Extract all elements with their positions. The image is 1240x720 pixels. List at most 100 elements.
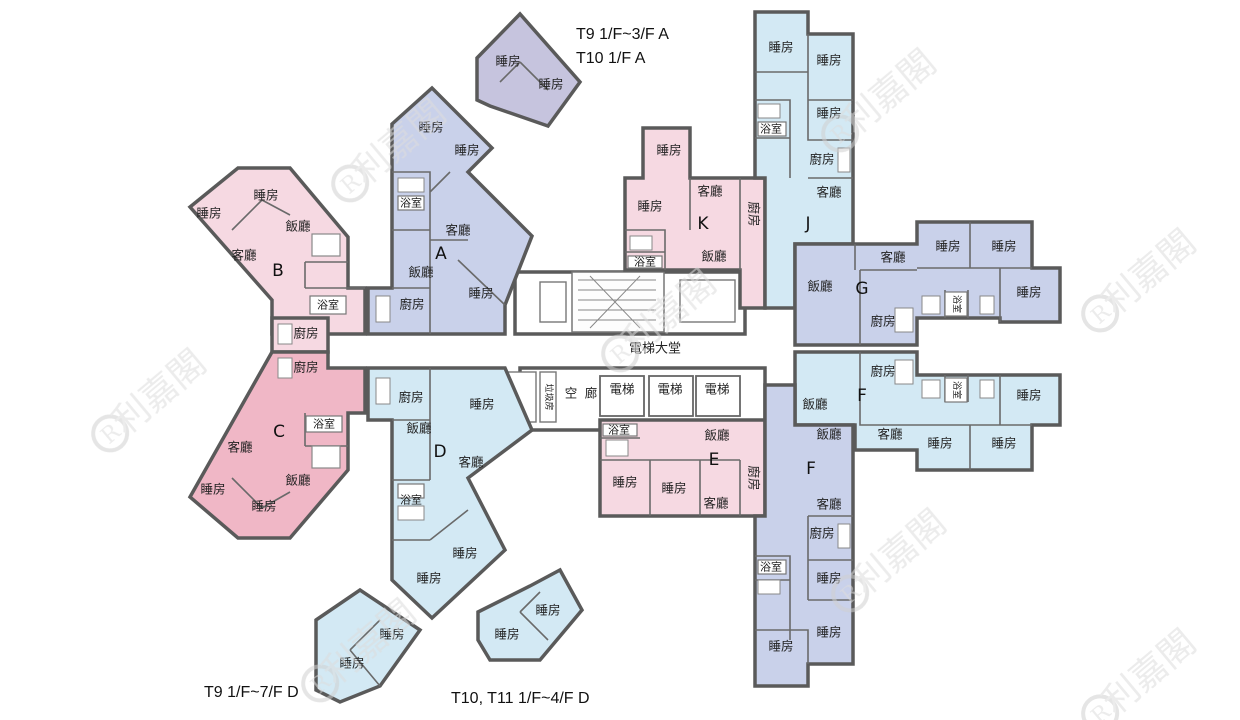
flat-k-bathroom: 浴室 — [634, 255, 656, 269]
flat-j-bathroom: 浴室 — [760, 122, 782, 136]
flat-c-dining: 飯廳 — [285, 473, 311, 488]
flat-c-bedroom-1: 睡房 — [200, 482, 225, 497]
note-t10-upper-a: T10 1/F A — [576, 50, 646, 67]
flat-g-bathroom: 浴室 — [951, 381, 963, 399]
flat-g-bedroom-2: 睡房 — [927, 436, 952, 451]
inset-a-bedroom-2: 睡房 — [538, 77, 563, 92]
flat-b-dining: 飯廳 — [285, 219, 311, 234]
flat-f-bedroom-2: 睡房 — [816, 625, 841, 640]
note-t10-t11-lower-d: T10, T11 1/F~4/F D — [451, 690, 590, 707]
flat-g-bedroom-1: 睡房 — [1016, 388, 1041, 403]
flat-k-bedroom-1: 睡房 — [656, 143, 681, 158]
watermark-logo: R 利嘉閣 — [91, 342, 214, 453]
flat-h-living: 客廳 — [880, 250, 906, 265]
flat-e-bathroom: 浴室 — [608, 423, 630, 437]
lift-2-label: 電梯 — [657, 382, 682, 397]
flat-h: 客廳 睡房 睡房 睡房 飯廳 廚房 浴室 G — [793, 220, 1062, 347]
flat-a-living: 客廳 — [445, 223, 471, 238]
flat-h-label: G — [855, 279, 868, 299]
inset-upper-a: 睡房 睡房 — [475, 11, 583, 129]
refuse-room-label: 垃圾房 — [543, 383, 555, 410]
stair-core — [571, 271, 665, 333]
flat-k: 睡房 睡房 客廳 飯廳 廚房 浴室 K — [623, 126, 767, 310]
flat-e-bedroom-1: 睡房 — [612, 475, 637, 490]
svg-text:利嘉閣: 利嘉閣 — [845, 502, 954, 603]
flat-d: 廚房 睡房 飯廳 客廳 浴室 睡房 睡房 D — [366, 366, 535, 621]
svg-text:利嘉閣: 利嘉閣 — [1095, 222, 1204, 323]
flat-a-bedroom-3: 睡房 — [468, 286, 493, 301]
flat-e-label: E — [709, 450, 720, 470]
flat-f-kitchen: 廚房 — [809, 526, 834, 541]
svg-text:利嘉閣: 利嘉閣 — [1095, 622, 1204, 720]
inset-lower-d-left: 睡房 睡房 — [314, 587, 423, 704]
flat-e-living: 客廳 — [703, 496, 729, 511]
flat-d-label: D — [433, 442, 446, 462]
flat-g-living: 客廳 — [877, 427, 903, 442]
inset-a-bedroom-1: 睡房 — [495, 54, 520, 69]
flat-f-bedroom-3: 睡房 — [768, 639, 793, 654]
flat-e-bedroom-2: 睡房 — [661, 481, 686, 496]
flat-c: 廚房 浴室 客廳 飯廳 睡房 睡房 C — [187, 350, 367, 540]
flat-d-bedroom-1: 睡房 — [469, 397, 494, 412]
flat-k-bedroom-2: 睡房 — [637, 199, 662, 214]
flat-a: 睡房 睡房 浴室 客廳 飯廳 廚房 睡房 A — [366, 85, 535, 336]
watermark-logo: R 利嘉閣 — [1081, 622, 1204, 720]
flat-k-dining: 飯廳 — [701, 249, 727, 264]
flat-h-bedroom-3: 睡房 — [1016, 285, 1041, 300]
flat-c-kitchen: 廚房 — [293, 360, 318, 375]
lift-1-label: 電梯 — [609, 382, 634, 397]
note-t9-lower-d: T9 1/F~7/F D — [204, 684, 299, 701]
flat-c-bedroom-2: 睡房 — [251, 499, 276, 514]
flat-b-living: 客廳 — [231, 248, 257, 263]
flat-a-dining: 飯廳 — [408, 265, 434, 280]
flat-d-bedroom-2: 睡房 — [452, 546, 477, 561]
flat-b-bathroom: 浴室 — [317, 298, 339, 312]
flat-e-dining: 飯廳 — [704, 428, 730, 443]
flat-g: 廚房 浴室 睡房 飯廳 客廳 睡房 睡房 F — [793, 350, 1062, 472]
flat-h-bathroom: 浴室 — [951, 295, 963, 313]
watermark-logo: R 利嘉閣 — [1081, 222, 1204, 333]
flat-k-kitchen: 廚房 — [747, 201, 762, 226]
inset-d2-bedroom-1: 睡房 — [535, 603, 560, 618]
flat-c-living: 客廳 — [227, 440, 253, 455]
flat-f-bathroom: 浴室 — [760, 560, 782, 574]
flat-j-kitchen: 廚房 — [809, 152, 834, 167]
note-t9-upper-a: T9 1/F~3/F A — [576, 26, 669, 43]
flat-k-label: K — [697, 214, 709, 234]
flat-e-kitchen: 廚房 — [747, 465, 762, 490]
flat-h-bedroom-2: 睡房 — [991, 239, 1016, 254]
flat-h-kitchen: 廚房 — [870, 314, 895, 329]
flat-a-bedroom-2: 睡房 — [454, 143, 479, 158]
flat-h-bedroom-1: 睡房 — [935, 239, 960, 254]
flat-d-bathroom: 浴室 — [400, 493, 422, 507]
flat-b-label: B — [272, 261, 284, 281]
lift-3-label: 電梯 — [704, 382, 729, 397]
corridor-label-1: 空 — [565, 386, 578, 401]
flat-g-dining: 飯廳 — [802, 397, 828, 412]
flat-j-living: 客廳 — [816, 185, 842, 200]
flat-f-dining: 飯廳 — [816, 427, 842, 442]
svg-text:利嘉閣: 利嘉閣 — [105, 342, 214, 443]
flat-g-kitchen: 廚房 — [870, 364, 895, 379]
flat-j-label: J — [804, 214, 810, 234]
inset-lower-d-right: 睡房 睡房 — [476, 567, 585, 662]
inset-d1-bedroom-2: 睡房 — [339, 656, 364, 671]
flat-a-label: A — [435, 244, 447, 264]
flat-b-bedroom-1: 睡房 — [196, 206, 221, 221]
flat-d-kitchen: 廚房 — [398, 390, 423, 405]
flat-f-living: 客廳 — [816, 497, 842, 512]
flat-a-kitchen: 廚房 — [399, 297, 424, 312]
flat-b-kitchen: 廚房 — [293, 326, 318, 341]
flat-a-bathroom: 浴室 — [400, 196, 422, 210]
flat-b-kitchen-block: 廚房 — [270, 316, 330, 354]
inset-d1-bedroom-1: 睡房 — [379, 627, 404, 642]
flat-h-dining: 飯廳 — [807, 279, 833, 294]
flat-d-dining: 飯廳 — [406, 421, 432, 436]
flat-a-bedroom-1: 睡房 — [418, 120, 443, 135]
flat-f: 飯廳 客廳 廚房 浴室 睡房 睡房 睡房 F — [753, 383, 855, 688]
flat-k-living: 客廳 — [697, 184, 723, 199]
inset-d2-bedroom-2: 睡房 — [494, 627, 519, 642]
flat-c-bathroom: 浴室 — [313, 417, 335, 431]
corridor-label-2: 廊 — [585, 386, 598, 401]
